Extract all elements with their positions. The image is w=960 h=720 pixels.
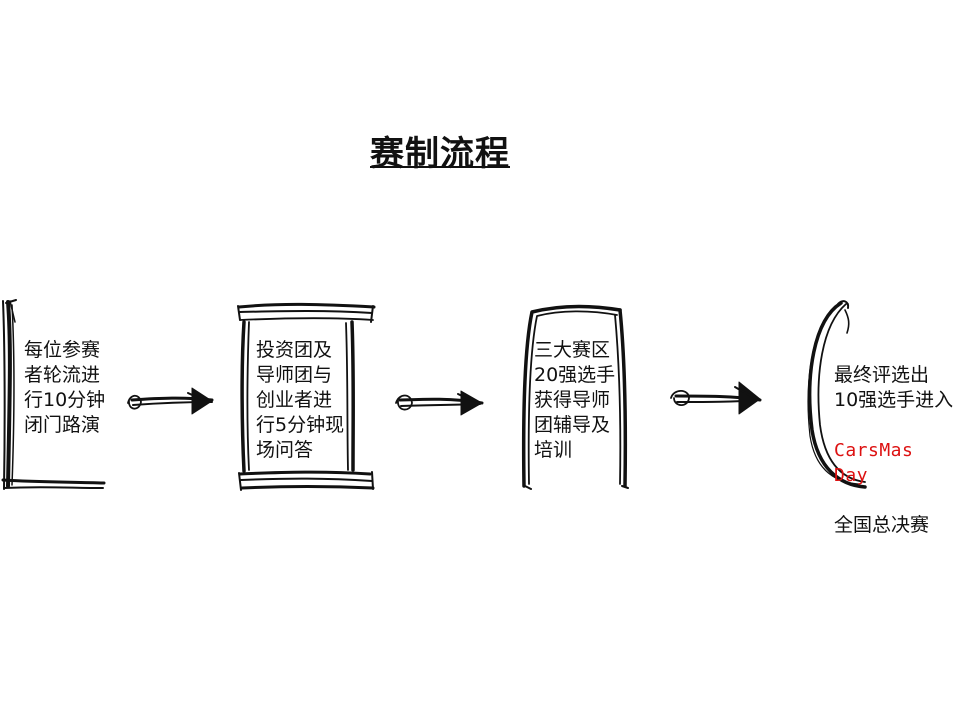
carsmas-day-label: CarsMas Day (834, 440, 914, 486)
sketch-arrow-icon (670, 381, 762, 415)
step-4-text-before: 最终评选出 10强选手进入 (834, 364, 954, 411)
step-4-text-after: 全国总决赛 (834, 514, 930, 536)
step-4-text-group: 最终评选出 10强选手进入 CarsMas Day 全国总决赛 (834, 338, 960, 563)
l-bracket-shape (1, 299, 106, 490)
sketch-arrow-icon (127, 387, 214, 415)
step-1-text: 每位参赛 者轮流进 行10分钟 闭门路演 (24, 339, 106, 436)
arch-shape (521, 304, 629, 490)
step-3-text: 三大赛区 20强选手 获得导师 团辅导及 培训 (534, 339, 616, 461)
step-2-text: 投资团及 导师团与 创业者进 行5分钟现 场问答 (256, 339, 345, 461)
page-title: 赛制流程 (370, 134, 510, 174)
sketch-arrow-icon (395, 390, 484, 416)
i-beam-shape (237, 302, 376, 491)
c-bracket-shape (807, 300, 867, 489)
